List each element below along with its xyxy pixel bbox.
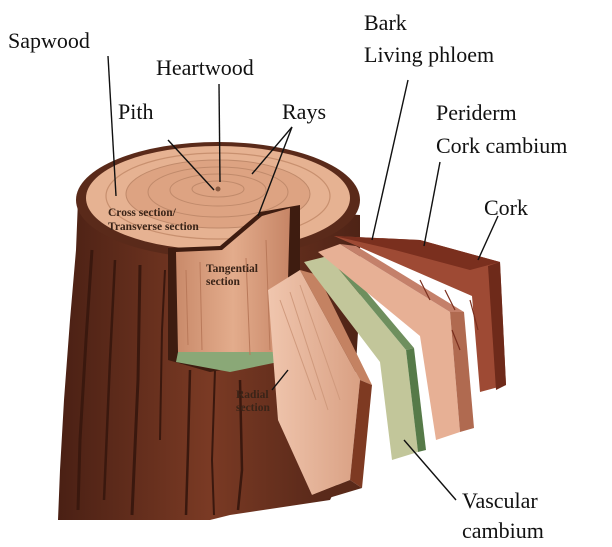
label-rays: Rays (282, 99, 326, 124)
cross-section-face (76, 142, 360, 258)
label-living-phloem: Living phloem (364, 42, 494, 67)
label-sapwood: Sapwood (8, 28, 90, 53)
label-cambium: cambium (462, 518, 544, 543)
label-cork-cambium: Cork cambium (436, 133, 567, 158)
label-tangential-section: section (206, 276, 240, 288)
label-tangential: Tangential (206, 263, 258, 275)
label-heartwood: Heartwood (156, 55, 254, 80)
label-transverse-section: Transverse section (108, 221, 199, 233)
label-bark: Bark (364, 10, 407, 35)
label-radial-section: section (236, 402, 270, 414)
label-radial: Radial (236, 389, 269, 401)
label-cross-section: Cross section/ (108, 207, 177, 219)
label-cork: Cork (484, 195, 528, 220)
label-vascular: Vascular (462, 488, 538, 513)
label-pith: Pith (118, 99, 153, 124)
label-periderm: Periderm (436, 100, 517, 125)
